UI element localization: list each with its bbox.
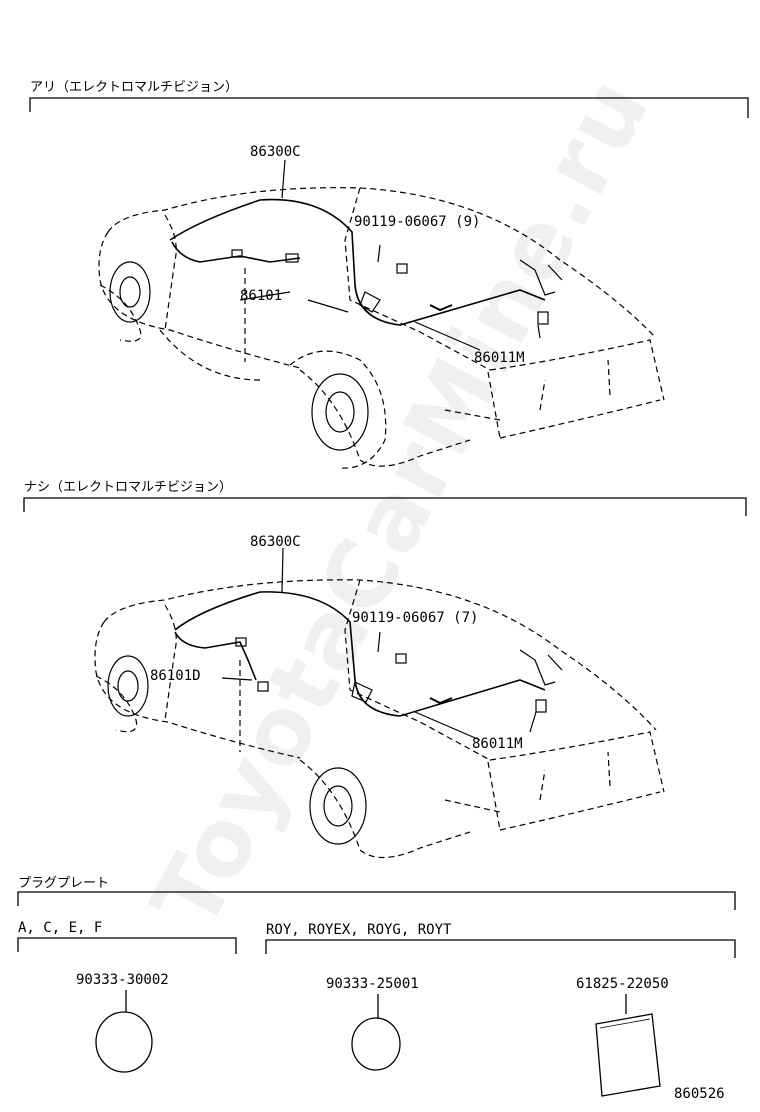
plug1-part: 90333-30002 [76,972,169,988]
plug3-square [595,1013,661,1097]
s1-clip-label: 90119-06067 (9) [354,214,481,230]
group1-bracket [17,937,237,954]
group2-bracket [265,939,736,958]
figure-id: 860526 [674,1086,725,1102]
section2-title: ナシ（エレクトロマルチビジョン） [24,480,233,495]
car-illustration-1 [98,159,665,469]
s1-wire-label: 86101 [240,288,283,304]
s2-harness-label: 86300C [250,534,301,550]
plug2-part: 90333-25001 [326,976,419,992]
plug3-part: 61825-22050 [576,976,669,992]
plugs-title: プラグプレート [18,876,110,891]
s2-wire-label: 86101D [150,668,201,684]
s1-harness-label: 86300C [250,144,301,160]
section1-bracket [29,97,749,118]
plug-plates [95,990,661,1097]
plug2-round [351,1017,401,1071]
s2-clip-label: 90119-06067 (7) [352,610,479,626]
s1-cord-label: 86011M [474,350,525,366]
section1-title: アリ（エレクトロマルチビジョン） [30,80,239,95]
plugs-bracket [17,891,736,910]
car-illustration-2 [94,547,665,859]
plug1-round [95,1011,153,1073]
s2-cord-label: 86011M [472,736,523,752]
section2-bracket [23,497,747,516]
group2-label: ROY, ROYEX, ROYG, ROYT [266,922,452,938]
group1-label: A, C, E, F [18,920,103,936]
